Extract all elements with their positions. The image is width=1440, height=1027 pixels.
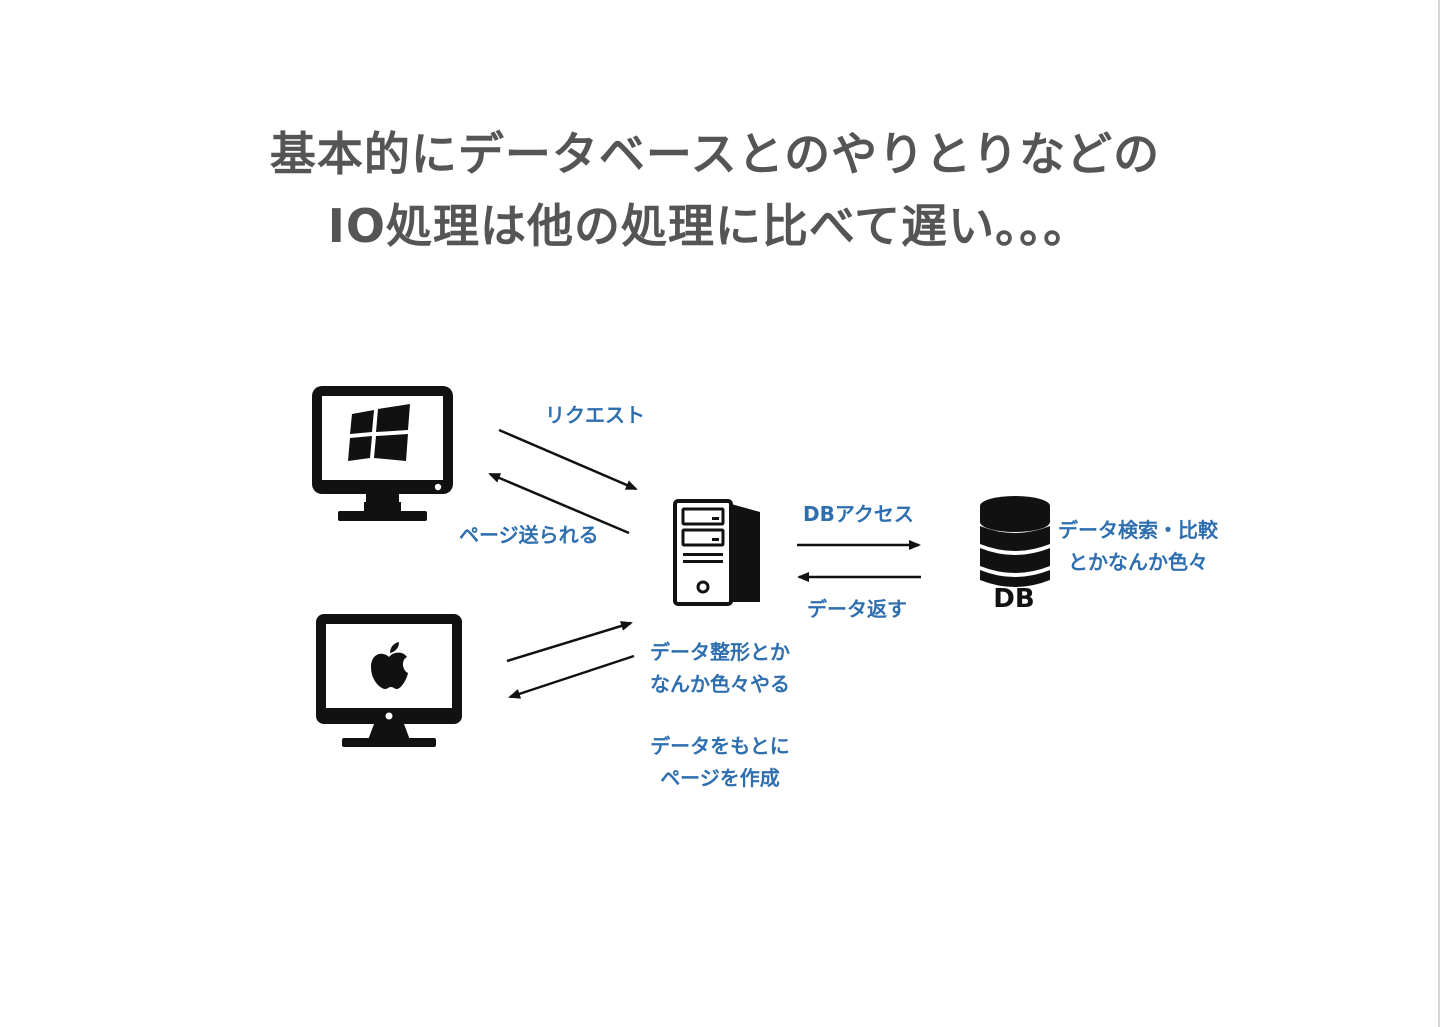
server-tower-icon [673, 499, 760, 606]
page-return-arrow [488, 472, 630, 535]
slide-edge [1438, 0, 1440, 1027]
apple-monitor-icon [316, 614, 462, 747]
data-return-label: データ返す [807, 597, 907, 621]
request-arrow [498, 428, 638, 491]
db-access-label: DBアクセス [803, 502, 914, 526]
slide-title-line-2: IO処理は他の処理に比べて遅い。。。 [327, 199, 1091, 253]
slide-title-line-1: 基本的にデータベースとのやりとりなどの [269, 127, 1161, 181]
server-work-line-2: なんか色々やる [650, 672, 790, 696]
server-work-note: データ整形とか なんか色々やる [640, 636, 800, 700]
page-build-line-2: ページを作成 [660, 766, 780, 790]
db-text: DB [993, 584, 1034, 612]
page-build-note: データをもとに ページを作成 [640, 730, 800, 794]
mac-page-return-arrow [508, 654, 635, 699]
mac-request-arrow [506, 621, 633, 663]
db-search-note: データ検索・比較 とかなんか色々 [1053, 514, 1223, 578]
database-icon: DB [980, 496, 1050, 612]
request-label: リクエスト [545, 403, 645, 427]
server-work-line-1: データ整形とか [650, 640, 790, 664]
page-sent-label: ページ送られる [459, 523, 599, 547]
page-build-line-1: データをもとに [650, 734, 790, 758]
windows-monitor-icon [312, 386, 453, 521]
db-search-line-1: データ検索・比較 [1058, 518, 1218, 542]
db-search-line-2: とかなんか色々 [1068, 550, 1208, 574]
